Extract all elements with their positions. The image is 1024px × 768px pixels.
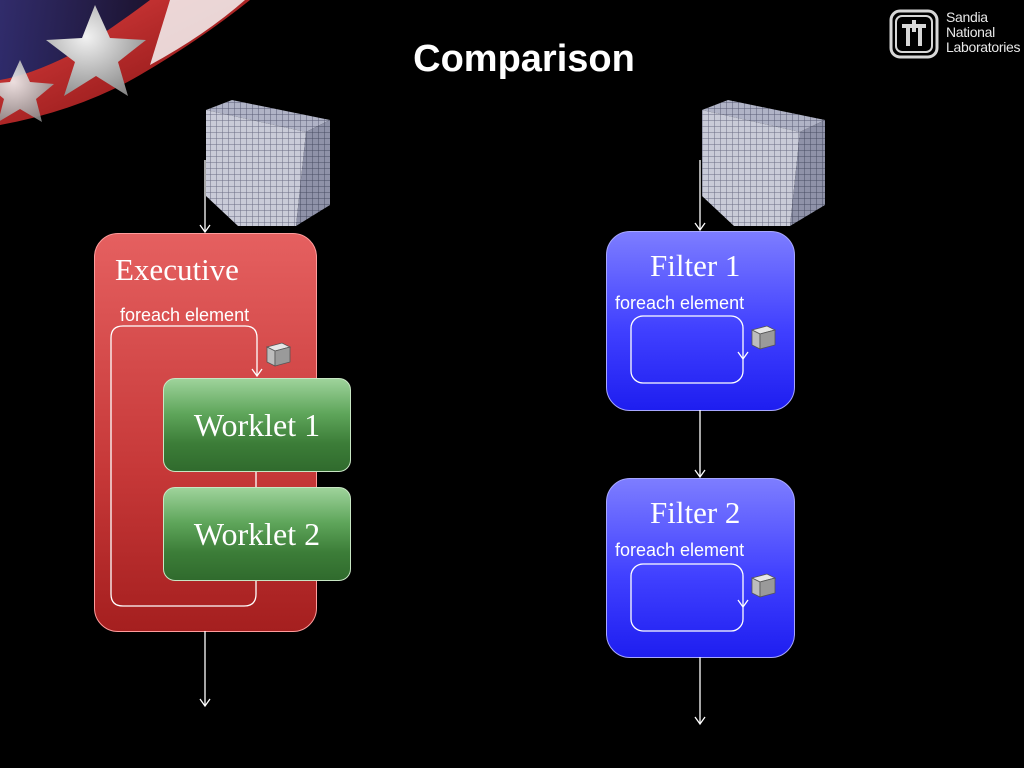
sandia-logo-text: Sandia National Laboratories	[946, 9, 1021, 55]
executive-loop-label: foreach element	[120, 305, 250, 325]
filter-2-box	[606, 478, 795, 658]
filter-2-label: Filter 2	[650, 495, 741, 530]
logo-line: National	[946, 24, 995, 40]
mesh-cube-icon	[702, 100, 825, 226]
worklet-1-box: Worklet 1	[163, 378, 351, 472]
star-icon	[0, 60, 54, 122]
star-icon	[46, 5, 146, 96]
slide-title: Comparison	[413, 38, 635, 80]
mesh-cube-icon	[206, 100, 330, 226]
logo-line: Laboratories	[946, 39, 1021, 55]
logo-line: Sandia	[946, 9, 988, 25]
element-cube-icon	[265, 342, 292, 367]
element-cube-icon	[750, 573, 777, 598]
element-cube-icon	[750, 325, 777, 350]
filter-2-loop-label: foreach element	[615, 540, 745, 560]
worklet-2-box: Worklet 2	[163, 487, 351, 581]
flag-star-decoration	[0, 0, 250, 125]
filter-1-label: Filter 1	[650, 248, 741, 283]
executive-label: Executive	[115, 252, 239, 287]
filter-1-loop-label: foreach element	[615, 293, 745, 313]
